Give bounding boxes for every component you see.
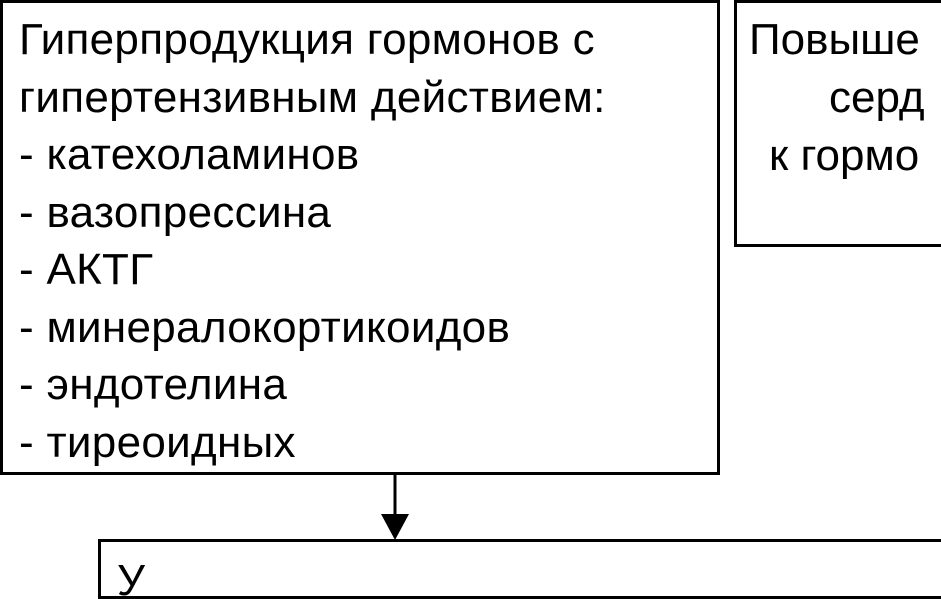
down-arrow-connector	[381, 474, 409, 540]
left-box-list-item: - тиреоидных	[19, 417, 296, 467]
bottom-box-line: У	[117, 556, 145, 599]
sensitivity-box: Повыше серд к гормо	[734, 0, 941, 247]
right-box-line: Повыше	[749, 15, 920, 64]
left-box-line: Гиперпродукция гормонов с	[19, 15, 595, 64]
result-box: У	[98, 539, 941, 599]
right-box-line: серд	[829, 73, 925, 122]
right-box-line: к гормо	[769, 131, 920, 180]
arrow-head	[381, 514, 409, 540]
left-box-list-item: - вазопрессина	[19, 187, 332, 237]
left-box-line: гипертензивным действием:	[19, 72, 606, 122]
hormone-hyperproduction-box: Гиперпродукция гормонов с гипертензивным…	[0, 0, 720, 475]
left-box-list-item: - катехоламинов	[19, 130, 360, 179]
left-box-list-item: - АКТГ	[19, 245, 154, 294]
left-box-list-item: - эндотелина	[19, 360, 288, 409]
left-box-list-item: - минералокортикоидов	[19, 302, 511, 352]
